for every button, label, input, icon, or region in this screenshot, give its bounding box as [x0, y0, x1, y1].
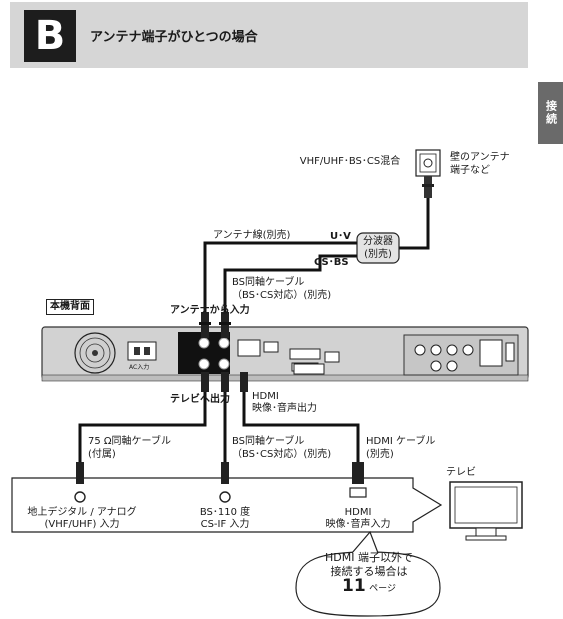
tv-port-1 — [74, 491, 86, 503]
tv-input3-label-2: 映像･音声入力 — [325, 519, 391, 530]
ac-input-label: AC入力 — [129, 364, 150, 371]
hdmi-cable-line — [242, 392, 360, 465]
section-title: アンテナ端子がひとつの場合 — [90, 30, 258, 45]
tv-input-panel — [11, 477, 443, 533]
recorder-back-panel — [41, 326, 529, 382]
hdmi-cable-label-2: (別売) — [366, 449, 394, 460]
wall-jack-label-2: 端子など — [450, 165, 490, 176]
antenna-cable-line — [398, 198, 430, 250]
wall-source-label: VHF/UHF･BS･CS混合 — [299, 156, 401, 167]
callout-line-1: HDMI 端子以外で — [325, 551, 413, 564]
callout-line-2: 接続する場合は — [330, 565, 408, 578]
antenna-in-label: アンテナから入力 — [170, 305, 250, 316]
csbs-cable-line — [223, 254, 357, 316]
tv-plug-1 — [76, 462, 84, 484]
hdmi-out-label-1: HDMI — [252, 391, 279, 402]
tv-hdmi-port — [349, 487, 367, 498]
cs-bs-label: CS･BS — [314, 257, 349, 268]
bs-out-plug — [221, 372, 229, 392]
coax75-cable-line — [78, 392, 207, 465]
callout-page-number: 11 — [342, 576, 366, 596]
splitter-label-2: (別売) — [364, 249, 392, 260]
back-panel-label: 本機背面 — [46, 299, 94, 315]
splitter-label-1: 分波器 — [363, 236, 393, 247]
hdmi-out-plug — [240, 372, 248, 392]
tv-label: テレビ — [446, 467, 476, 478]
antenna-cable-label: アンテナ線(別売) — [213, 230, 291, 241]
bs-coax-bot-label-2: （BS･CS対応）(別売) — [232, 449, 332, 460]
coax75-label-1: 75 Ω同軸ケーブル — [88, 436, 171, 447]
tv-input3-label-1: HDMI — [344, 507, 372, 518]
tv-icon — [449, 481, 523, 541]
wall-jack-label-1: 壁のアンテナ — [450, 152, 510, 163]
splitter — [356, 232, 400, 264]
section-header: B アンテナ端子がひとつの場合 — [10, 2, 528, 68]
section-badge: B — [24, 10, 76, 62]
tv-plug-2 — [221, 462, 229, 484]
coax75-label-2: (付属) — [88, 449, 116, 460]
bs-coax-top-label-2: （BS･CS対応）(別売) — [232, 290, 332, 301]
callout-bubble — [295, 551, 441, 617]
tv-input2-label-2: CS-IF 入力 — [200, 519, 250, 530]
tv-input2-label-1: BS･110 度 — [199, 507, 251, 518]
callout-page-suffix: ページ — [369, 584, 396, 594]
tv-port-2 — [219, 491, 231, 503]
wall-jack — [415, 149, 441, 198]
hdmi-out-label-2: 映像･音声出力 — [252, 403, 317, 414]
hdmi-cable-label-1: HDMI ケーブル — [366, 436, 436, 447]
to-tv-label: テレビへ出力 — [170, 394, 230, 405]
bs-coax-bot-label-1: BS同軸ケーブル — [232, 436, 305, 447]
uv-label: U･V — [330, 231, 351, 242]
tv-out-plug — [201, 372, 209, 392]
tv-input1-label-1: 地上デジタル / アナログ — [27, 507, 137, 518]
side-tab-connection[interactable]: 接続 — [538, 82, 563, 144]
callout-text[interactable]: HDMI 端子以外で 接続する場合は 11 ページ — [294, 551, 444, 596]
tv-input1-label-2: (VHF/UHF) 入力 — [44, 519, 120, 530]
tv-hdmi-plug — [352, 462, 364, 484]
bs-coax-top-label-1: BS同軸ケーブル — [232, 277, 305, 288]
uv-cable-line — [203, 241, 357, 316]
